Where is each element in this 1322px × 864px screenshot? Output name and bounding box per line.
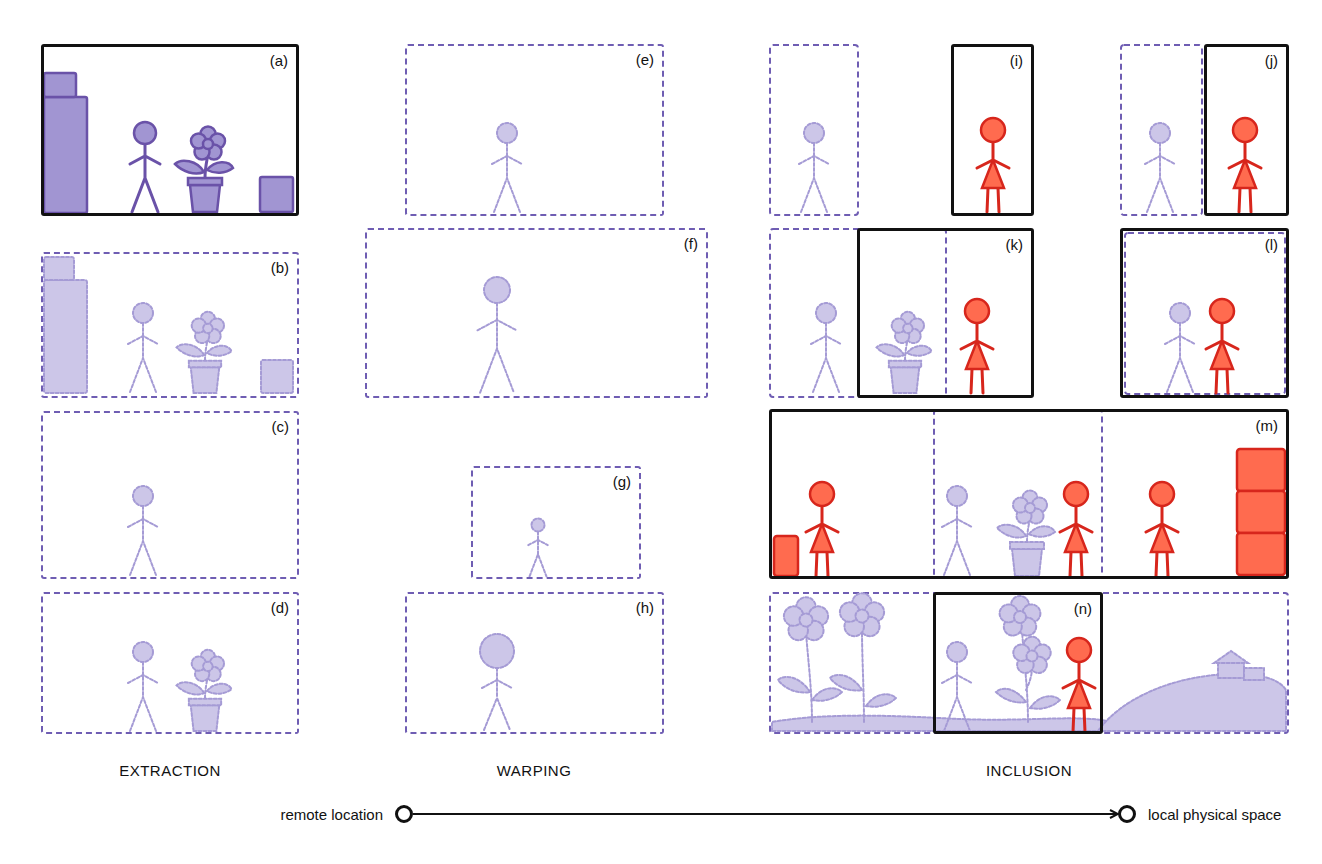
ghost-person (942, 642, 972, 731)
ghost-head-enlarged (480, 634, 514, 668)
ghost-flower (177, 312, 232, 393)
panel-label: (a) (270, 53, 288, 68)
leaf (866, 694, 896, 707)
local-box (1237, 449, 1285, 491)
ghost-body (482, 668, 512, 730)
panel-label: (n) (1074, 601, 1092, 616)
ghost-person (942, 486, 972, 575)
endpoint-label: remote location (280, 807, 383, 822)
panel-frame: (f) (365, 228, 708, 398)
panel-frame: (c) (41, 411, 299, 579)
column-heading: WARPING (497, 763, 572, 778)
ghost-person (492, 123, 522, 212)
ghost-roof (1214, 651, 1248, 663)
local-person (806, 482, 838, 576)
panel-frame: (d) (41, 592, 299, 734)
ghost-person (799, 123, 829, 212)
panel-frame: (b) (41, 252, 299, 398)
panel-frame: (j) (1204, 44, 1289, 216)
remote-cabinet (44, 97, 87, 213)
ghost-person (128, 486, 158, 575)
ghost-box (44, 257, 74, 280)
leaf (830, 675, 862, 691)
ghost-person (128, 642, 158, 731)
endpoint-label: local physical space (1148, 807, 1281, 822)
ghost-flower (177, 650, 232, 731)
panel-label: (f) (684, 236, 698, 251)
leaf (1030, 696, 1060, 709)
panel-label: (l) (1265, 237, 1278, 252)
remote-frame (770, 593, 1288, 733)
ghost-shed (1244, 668, 1264, 680)
remote-box (260, 177, 293, 212)
timeline-arrow (413, 813, 1118, 815)
panel-frame: (k) (857, 228, 1034, 398)
ghost-cabinet (44, 280, 87, 393)
panel-frame: (e) (405, 44, 664, 216)
panel-label: (e) (636, 52, 654, 67)
endpoint-circle: local physical space (1118, 805, 1136, 823)
ghost-person (128, 303, 158, 392)
remote-flower (175, 127, 233, 213)
panel-label: (m) (1256, 418, 1279, 433)
panel-frame: (l) (1120, 228, 1289, 398)
panel-label: (h) (636, 600, 654, 615)
ghost-person (1145, 123, 1175, 212)
local-box (1237, 533, 1285, 575)
panel-label: (g) (613, 474, 631, 489)
ghost-bloom (1000, 596, 1041, 636)
ghost-flower (877, 312, 932, 393)
remote-box (44, 73, 76, 97)
ghost-person (811, 303, 841, 392)
ghost-flower (997, 491, 1055, 577)
leaf (778, 677, 810, 693)
local-person (1060, 482, 1092, 576)
local-person (961, 299, 993, 393)
endpoint-circle: remote location (395, 805, 413, 823)
local-box (1237, 491, 1285, 533)
remote-frame (934, 410, 1102, 578)
local-box (774, 536, 798, 576)
panel-label: (j) (1265, 53, 1278, 68)
plant-stem (862, 630, 864, 722)
panel-frame: (a) (41, 44, 299, 216)
remote-person (130, 122, 160, 212)
ghost-ground (772, 716, 1112, 731)
remote-frame (1121, 45, 1202, 215)
local-person (1146, 482, 1178, 576)
plant-stem (806, 632, 812, 722)
local-person (977, 118, 1009, 212)
leaf (812, 688, 842, 701)
panel-label: (k) (1006, 237, 1024, 252)
local-person (1206, 299, 1238, 393)
panel-frame: (g) (471, 466, 641, 579)
ghost-person-shrunk (528, 519, 548, 577)
leaf (996, 689, 1026, 703)
ghost-bloom (1013, 637, 1050, 673)
local-person (1229, 118, 1261, 212)
remote-frame (1125, 233, 1285, 394)
column-heading: INCLUSION (986, 763, 1072, 778)
panel-frame: (h) (405, 592, 664, 734)
panel-label: (i) (1010, 53, 1023, 68)
column-heading: EXTRACTION (119, 763, 221, 778)
panel-label: (d) (271, 600, 289, 615)
panel-label: (b) (271, 260, 289, 275)
ghost-box (261, 360, 293, 393)
panel-frame: (m) (769, 409, 1289, 579)
local-person (1063, 638, 1095, 732)
ghost-bloom (784, 597, 828, 640)
panel-label: (c) (272, 419, 290, 434)
panel-frame: (i) (951, 44, 1034, 216)
ghost-bloom (840, 593, 884, 636)
ghost-person (1165, 303, 1195, 392)
remote-frame (770, 45, 858, 215)
ghost-house (1218, 662, 1244, 678)
ghost-person-enlarged (478, 277, 517, 393)
ghost-hill (1098, 674, 1286, 731)
panel-frame: (n) (933, 592, 1103, 734)
